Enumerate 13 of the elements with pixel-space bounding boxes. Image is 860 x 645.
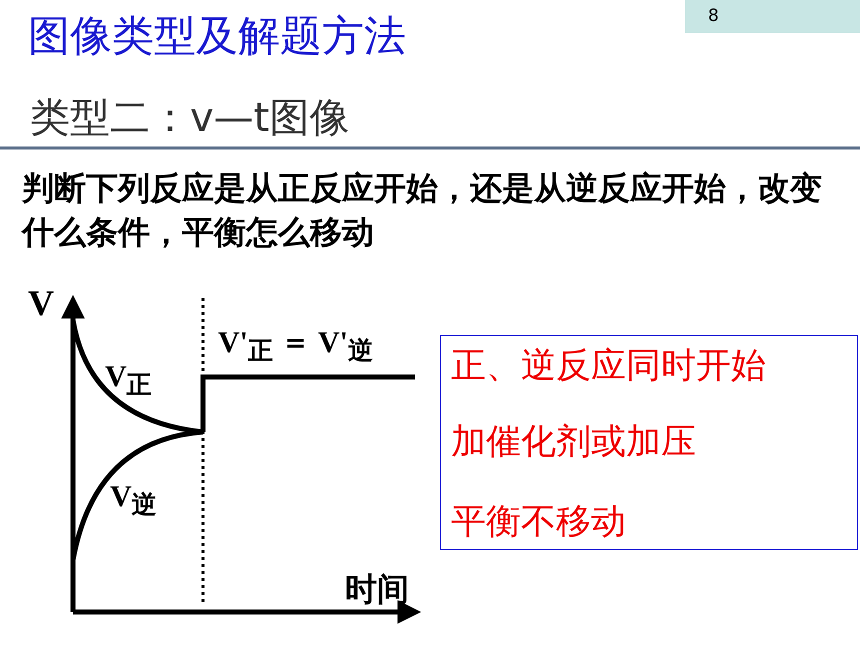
axis-label: 时间 — [345, 569, 409, 610]
answer-text: 正、逆反应同时开始 — [451, 345, 766, 388]
slide-title: 图像类型及解题方法 — [28, 10, 406, 62]
curve-label: V$_{正}$ — [105, 360, 152, 401]
curve-label: V$_{逆}$ — [110, 480, 157, 521]
curve-label: V'$_{正}$ ＝ V'$_{逆}$ — [218, 325, 373, 367]
slide-subtitle: 类型二：v—t图像 — [30, 94, 350, 143]
answer-text: 平衡不移动 — [451, 501, 626, 544]
answer-box — [440, 335, 858, 550]
answer-text: 加催化剂或加压 — [451, 421, 696, 464]
page-number: 8 — [708, 6, 719, 26]
question-text: 判断下列反应是从正反应开始，还是从逆反应开始，改变什么条件，平衡怎么移动 — [22, 168, 823, 253]
axis-label: V — [28, 282, 54, 324]
